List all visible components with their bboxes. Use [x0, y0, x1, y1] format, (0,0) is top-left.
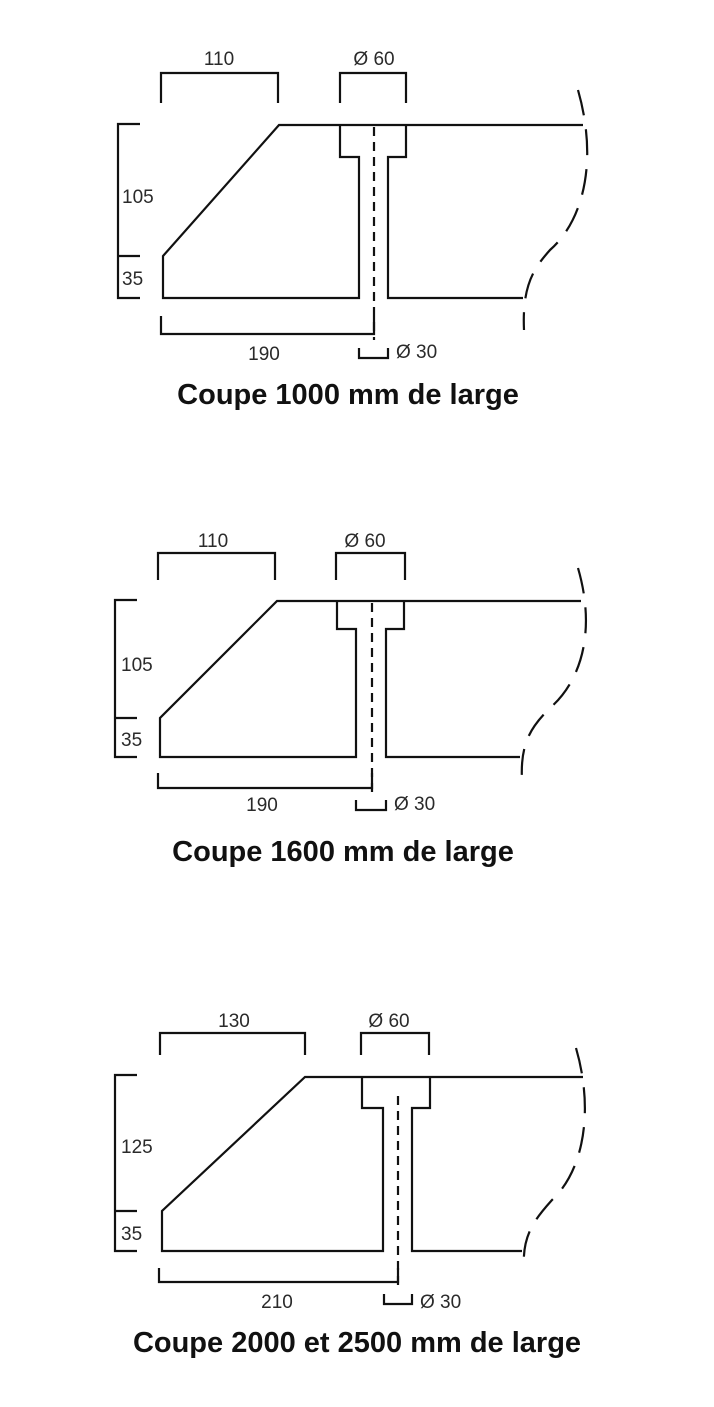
slab-outline — [158, 567, 588, 792]
dimension-top-width: 110 — [198, 531, 228, 552]
section-1000mm: 110 Ø 60 105 35 190 Ø 30 Coupe 1000 mm d… — [116, 49, 589, 411]
slab-outline — [161, 89, 589, 340]
dimension-bottom-diameter: Ø 30 — [396, 342, 437, 363]
section-2000-2500mm: 130 Ø 60 125 35 210 Ø 30 Coupe 2000 et 2… — [113, 1011, 586, 1359]
dimension-height-lower: 35 — [121, 730, 142, 751]
dimension-lines — [116, 71, 408, 360]
dimension-top-width: 130 — [218, 1011, 250, 1032]
dimension-bottom-diameter: Ø 30 — [420, 1292, 461, 1313]
section-caption: Coupe 1600 mm de large — [172, 836, 514, 868]
dimension-lines — [113, 1031, 431, 1306]
dimension-height-lower: 35 — [122, 269, 143, 290]
dimension-bottom-width: 190 — [248, 344, 280, 365]
dimension-top-width: 110 — [204, 49, 234, 70]
dimension-height-upper: 105 — [122, 187, 154, 208]
section-caption: Coupe 2000 et 2500 mm de large — [133, 1327, 581, 1359]
dimension-bottom-diameter: Ø 30 — [394, 794, 435, 815]
dimension-top-diameter: Ø 60 — [353, 49, 394, 70]
dimension-height-upper: 125 — [121, 1137, 153, 1158]
dimension-bottom-width: 210 — [261, 1292, 293, 1313]
dimension-bottom-width: 190 — [246, 795, 278, 816]
slab-outline — [160, 1047, 586, 1288]
section-caption: Coupe 1000 mm de large — [177, 379, 519, 411]
dimension-height-lower: 35 — [121, 1224, 142, 1245]
dimension-height-upper: 105 — [121, 655, 153, 676]
dimension-top-diameter: Ø 60 — [368, 1011, 409, 1032]
section-1600mm: 110 Ø 60 105 35 190 Ø 30 Coupe 1600 mm d… — [113, 531, 588, 868]
dimension-top-diameter: Ø 60 — [344, 531, 385, 552]
dimension-lines — [113, 551, 407, 812]
